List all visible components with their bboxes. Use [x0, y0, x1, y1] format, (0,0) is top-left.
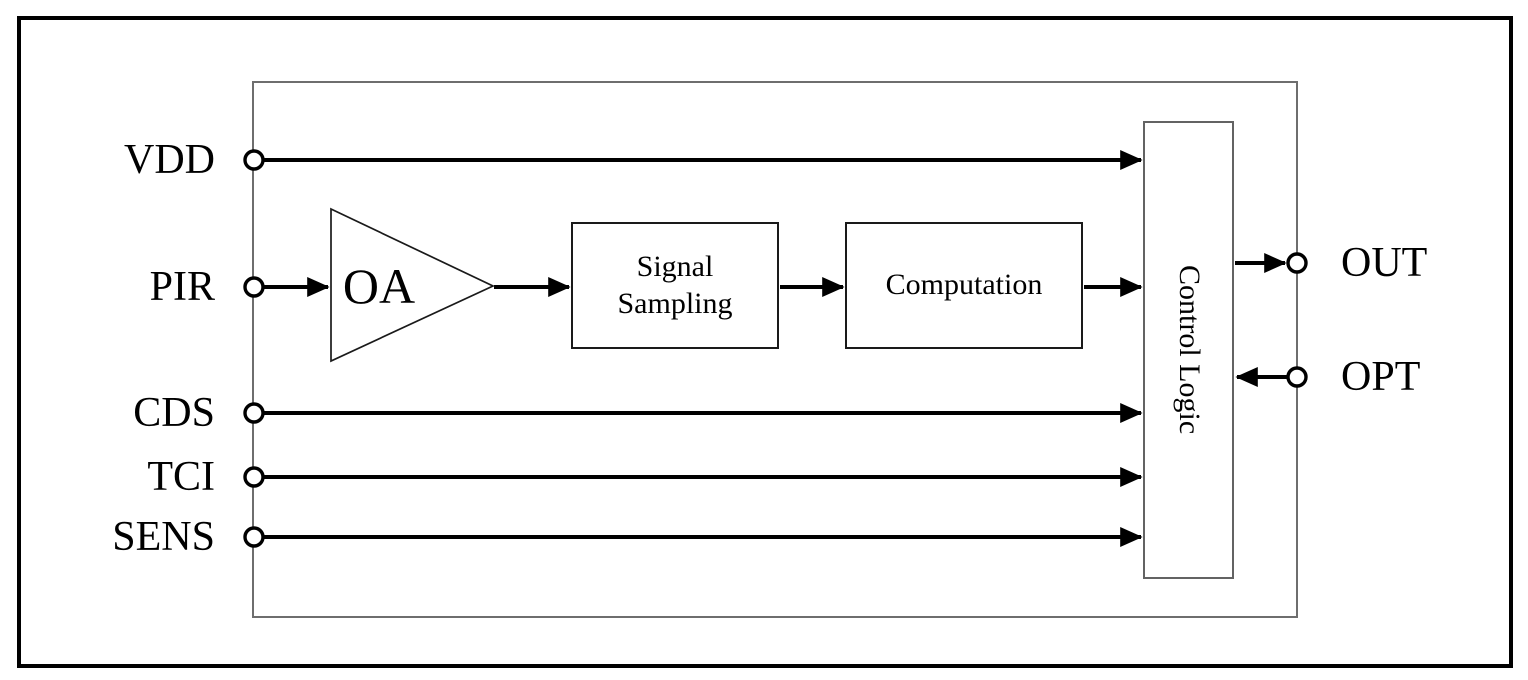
terminal-sens — [243, 526, 265, 548]
computation-block: Computation — [845, 222, 1083, 349]
control-logic-label: Control Logic — [1172, 265, 1206, 435]
terminal-out — [1286, 252, 1308, 274]
computation-label: Computation — [885, 268, 1043, 302]
figure-border — [17, 16, 1513, 668]
chip-boundary — [252, 81, 1298, 618]
signal-sampling-label: Signal Sampling — [617, 249, 733, 320]
pin-label-vdd: VDD — [124, 137, 215, 183]
op-amp-triangle — [330, 207, 496, 363]
pin-label-sens: SENS — [112, 514, 215, 560]
pin-label-cds: CDS — [133, 390, 215, 436]
signal-sampling-block: Signal Sampling — [571, 222, 779, 349]
pin-label-tci: TCI — [147, 454, 215, 500]
terminal-cds — [243, 402, 265, 424]
terminal-pir — [243, 276, 265, 298]
pin-label-opt: OPT — [1341, 354, 1421, 400]
pin-label-out: OUT — [1341, 240, 1428, 286]
op-amp-label: OA — [342, 258, 416, 314]
pin-label-pir: PIR — [149, 264, 215, 310]
control-logic-block: Control Logic — [1143, 121, 1234, 579]
terminal-vdd — [243, 149, 265, 171]
terminal-opt — [1286, 366, 1308, 388]
terminal-tci — [243, 466, 265, 488]
